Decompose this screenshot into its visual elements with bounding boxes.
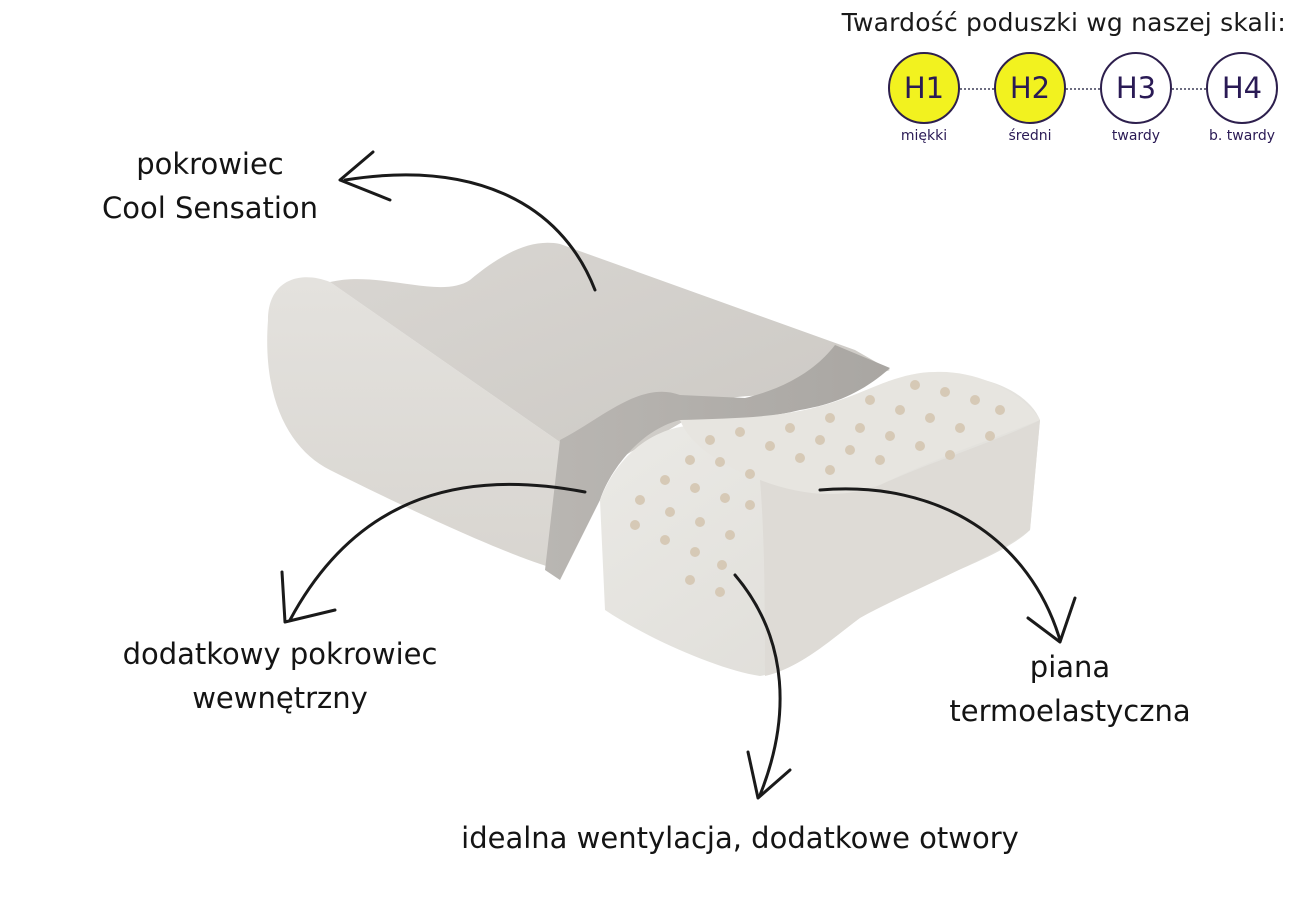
- scale-label-h4: b. twardy: [1209, 128, 1275, 144]
- annotation-cover-line1: pokrowiec: [136, 147, 284, 181]
- scale-connector: [960, 88, 994, 90]
- pillow-cover-front: [267, 277, 600, 570]
- annotation-foam-line2: termoelastyczna: [949, 694, 1191, 728]
- arrow-ventilation: [733, 573, 782, 797]
- annotation-inner-cover-line1: dodatkowy pokrowiec: [122, 637, 438, 671]
- scale-connector: [1172, 88, 1206, 90]
- annotation-cover-line2: Cool Sensation: [101, 191, 319, 225]
- firmness-scale: H1 H2 H3 H4 miękki średni twardy b. twar…: [888, 52, 1278, 152]
- ventilation-holes: [630, 380, 1005, 597]
- scale-level-h4: H4: [1206, 52, 1278, 124]
- annotation-inner-cover: dodatkowy pokrowiec wewnętrzny: [90, 632, 470, 720]
- annotation-foam: piana termoelastyczna: [920, 645, 1220, 733]
- scale-level-h1: H1: [888, 52, 960, 124]
- scale-label-h1: miękki: [900, 128, 948, 144]
- inner-cover-band: [545, 345, 890, 580]
- scale-level-h3: H3: [1100, 52, 1172, 124]
- scale-label-h3: twardy: [1111, 128, 1161, 144]
- annotation-cover: pokrowiec Cool Sensation: [70, 142, 350, 230]
- arrow-cover: [343, 173, 597, 292]
- annotation-foam-line1: piana: [1029, 650, 1111, 684]
- pillow-cover-top: [330, 242, 890, 470]
- scale-label-h2: średni: [1008, 128, 1052, 144]
- scale-level-h2: H2: [994, 52, 1066, 124]
- arrow-foam: [818, 487, 1062, 642]
- annotation-inner-cover-line2: wewnętrzny: [192, 681, 368, 715]
- arrow-inner-cover: [288, 482, 587, 622]
- firmness-scale-title: Twardość poduszki wg naszej skali:: [841, 8, 1286, 37]
- annotation-ventilation: idealna wentylacja, dodatkowe otwory: [461, 821, 1019, 855]
- scale-connector: [1066, 88, 1100, 90]
